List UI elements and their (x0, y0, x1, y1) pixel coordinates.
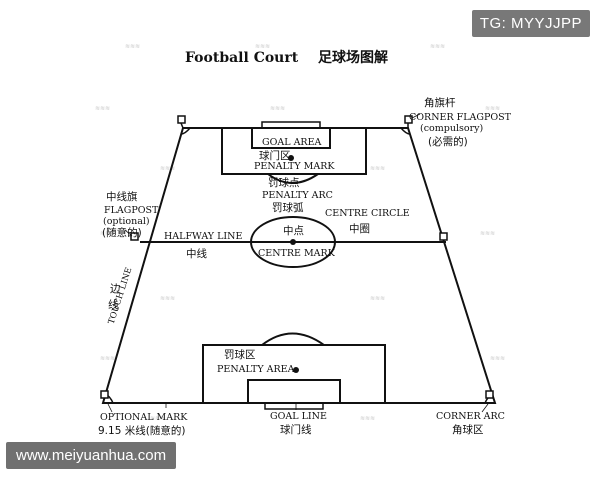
svg-text:≋≋≋: ≋≋≋ (430, 43, 445, 50)
halfway-line-zh: 中线 (186, 247, 207, 260)
corner-flagpost-en: CORNER FLAGPOST (409, 112, 512, 123)
penalty-area-en: PENALTY AREA (217, 364, 295, 375)
corner-flagpost-zh: 角旗杆 (424, 96, 456, 109)
svg-text:≋≋≋: ≋≋≋ (95, 105, 110, 112)
penalty-arc-en: PENALTY ARC (262, 190, 333, 201)
penalty-mark-en: PENALTY MARK (254, 161, 335, 172)
penalty-arc-zh: 罚球弧 (272, 201, 304, 214)
centre-circle-en: CENTRE CIRCLE (325, 208, 410, 219)
corner-arc-zh: 角球区 (452, 423, 484, 436)
title-chinese: 足球场图解 (318, 49, 388, 66)
svg-text:≋≋≋: ≋≋≋ (100, 355, 115, 362)
svg-text:≋≋≋: ≋≋≋ (480, 230, 495, 237)
leader-lines (107, 113, 489, 413)
bottom-penalty-arc (261, 332, 325, 346)
top-penalty-arc (267, 173, 319, 184)
svg-text:≋≋≋: ≋≋≋ (100, 230, 115, 237)
goal-line-zh: 球门线 (280, 423, 312, 436)
svg-text:≋≋≋: ≋≋≋ (270, 105, 285, 112)
flag-bottom-left-icon (100, 390, 109, 399)
svg-text:≋≋≋: ≋≋≋ (160, 295, 175, 302)
svg-text:≋≋≋: ≋≋≋ (490, 355, 505, 362)
centre-mark-en: CENTRE MARK (258, 248, 336, 259)
penalty-mark-zh: 罚球点 (268, 176, 300, 189)
flag-halfway-left-icon (130, 232, 139, 241)
corner-arc-top-right (400, 127, 411, 135)
corner-arc-en: CORNER ARC (436, 411, 505, 422)
flag-bottom-right-icon (485, 390, 494, 399)
corner-arc-top-left (180, 127, 191, 135)
centre-circle (250, 216, 336, 268)
penalty-area-zh: 罚球区 (224, 348, 256, 361)
svg-text:≋≋≋: ≋≋≋ (360, 415, 375, 422)
touch-line-zh-2: 线 (108, 298, 119, 311)
goal-area-en: GOAL AREA (262, 137, 322, 148)
halfway-line-en: HALFWAY LINE (164, 231, 242, 242)
svg-text:≋≋≋: ≋≋≋ (485, 105, 500, 112)
telegram-watermark: TG: MYYJJPP (471, 10, 590, 37)
svg-text:≋≋≋: ≋≋≋ (370, 165, 385, 172)
corner-flagpost-note-zh: (必需的) (428, 135, 468, 148)
svg-text:≋≋≋: ≋≋≋ (370, 295, 385, 302)
touch-line-zh-1: 边 (110, 283, 121, 295)
optional-mark-en: OPTIONAL MARK (100, 412, 188, 423)
touch-line-en: TOUCH LINE (107, 266, 135, 325)
corner-flags (100, 115, 494, 399)
pitch-lines (101, 121, 497, 410)
corner-flagpost-note-en: (compulsory) (420, 123, 483, 134)
halfway-flag-en: FLAGPOST (104, 205, 159, 216)
top-goal (261, 121, 321, 129)
centre-circle-zh: 中圈 (349, 222, 370, 235)
svg-text:≋≋≋: ≋≋≋ (255, 43, 270, 50)
svg-text:≋≋≋: ≋≋≋ (150, 415, 165, 422)
halfway-flag-note-zh: (随意的) (102, 226, 142, 239)
bottom-goal (264, 402, 324, 410)
title-english: Football Court (185, 50, 299, 66)
website-watermark: www.meiyuanhua.com (6, 442, 177, 469)
optional-mark-zh: 9.15 米线(随意的) (98, 424, 185, 437)
flag-top-left-icon (177, 115, 186, 124)
halfway-flag-note-en: (optional) (103, 216, 150, 227)
bottom-penalty-mark (293, 367, 299, 373)
halfway-flag-zh: 中线旗 (106, 190, 138, 203)
goal-area-zh: 球门区 (259, 149, 291, 162)
svg-text:≋≋≋: ≋≋≋ (125, 43, 140, 50)
bottom-goal-area (247, 379, 341, 404)
centre-mark (290, 239, 296, 245)
goal-line-en: GOAL LINE (270, 411, 327, 422)
flag-halfway-right-icon (439, 232, 448, 241)
touch-line-label: TOUCH LINE (107, 266, 135, 325)
background-watermarks: ≋≋≋ ≋≋≋ ≋≋≋ ≋≋≋ ≋≋≋ ≋≋≋ ≋≋≋ ≋≋≋ ≋≋≋ ≋≋≋ … (95, 43, 505, 422)
centre-point-zh: 中点 (283, 224, 304, 237)
top-penalty-mark (288, 155, 294, 161)
svg-text:≋≋≋: ≋≋≋ (160, 165, 175, 172)
